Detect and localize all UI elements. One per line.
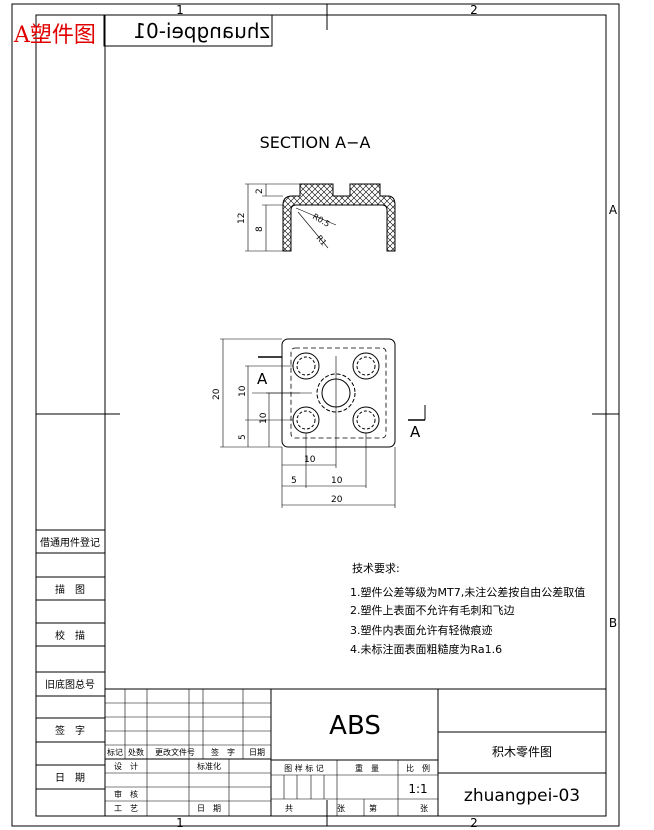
- weight-label: 重 量: [355, 763, 379, 773]
- tech-item-3: 3.塑件内表面允许有轻微痕迹: [350, 623, 493, 637]
- plan-view: A A 20 10 5 10 10 5 10 20: [212, 338, 426, 508]
- dim-10-horizontal: 10: [304, 455, 316, 465]
- tech-item-4: 4.未标注面表面粗糙度为Ra1.6: [350, 642, 502, 656]
- strip-cell-3: 校 描: [55, 629, 85, 642]
- rev-header-sign: 签 字: [211, 747, 235, 757]
- dim-8: 8: [255, 226, 265, 232]
- date-label: 日 期: [197, 804, 221, 813]
- section-mark-right: A: [410, 423, 421, 441]
- rev-header-doc: 更改文件号: [155, 747, 195, 757]
- zone-label-b: B: [609, 616, 617, 630]
- tech-heading: 技术要求:: [352, 562, 400, 575]
- zone-label-top-1: 1: [176, 3, 184, 17]
- strip-cell-2: 描 图: [55, 583, 85, 596]
- mirrored-name: zhuangpei-01: [133, 19, 270, 43]
- section-profile: [282, 183, 396, 252]
- red-title: A塑件图: [13, 23, 96, 48]
- radius-r05: R0.5: [311, 212, 331, 229]
- inner-frame: [35, 14, 607, 817]
- outer-border: [11, 3, 620, 827]
- left-strip: 借通用件登记 描 图 校 描 旧底图总号 签 字 日 期: [36, 529, 105, 790]
- section-mark-left: A: [257, 370, 268, 388]
- strip-cell-1: 借通用件登记: [40, 536, 100, 549]
- drawing-number: zhuangpei-03: [464, 786, 580, 806]
- section-title: SECTION A−A: [260, 133, 371, 152]
- zone-label-a: A: [609, 203, 618, 217]
- scale-label: 比 例: [406, 763, 430, 773]
- material-text: ABS: [329, 711, 381, 741]
- dim-12: 12: [237, 213, 247, 224]
- rev-header-count: 处数: [128, 747, 144, 757]
- section-view: 2 12 8 R0.5 R1: [237, 183, 396, 252]
- scale-value: 1:1: [408, 782, 427, 796]
- dim-5-horizontal: 5: [291, 476, 297, 486]
- rev-header-mark: 标记: [107, 747, 123, 757]
- sheet-unit-label: 张: [420, 804, 428, 813]
- dim-10-horizontal-2: 10: [331, 476, 343, 486]
- dim-20-horizontal: 20: [331, 495, 343, 505]
- sheet-label: 张: [337, 804, 345, 813]
- tech-item-2: 2.塑件上表面不允许有毛刺和飞边: [350, 603, 515, 617]
- process-label: 工 艺: [114, 804, 138, 813]
- stage-mark-label: 图 样 标 记: [284, 763, 324, 773]
- dim-10-vertical-b: 10: [259, 412, 269, 424]
- mirrored-name-box: [103, 14, 273, 47]
- tech-item-1: 1.塑件公差等级为MT7,未注公差按自由公差取值: [350, 585, 585, 599]
- total-label: 共: [285, 804, 293, 813]
- title-block: 标记 处数 更改文件号 签 字 日期 设 计 标准化 审 核 工 艺 日 期 A…: [105, 688, 606, 816]
- dim-10-vertical-a: 10: [238, 385, 248, 397]
- dim-20-vertical: 20: [212, 388, 222, 400]
- dim-5-vertical: 5: [238, 434, 248, 440]
- technical-requirements: 技术要求: 1.塑件公差等级为MT7,未注公差按自由公差取值 2.塑件上表面不允…: [350, 562, 585, 656]
- dim-2: 2: [255, 188, 265, 194]
- sheet-no-label: 第: [369, 803, 377, 813]
- strip-cell-5: 签 字: [55, 724, 85, 737]
- rev-header-date: 日期: [249, 748, 265, 757]
- zone-label-bottom-1: 1: [176, 816, 184, 830]
- part-name: 积木零件图: [492, 745, 552, 759]
- zone-label-top-2: 2: [470, 3, 478, 17]
- review-label: 审 核: [114, 789, 138, 799]
- strip-cell-6: 日 期: [55, 772, 85, 784]
- standard-label: 标准化: [197, 761, 221, 771]
- strip-cell-4: 旧底图总号: [45, 678, 95, 691]
- design-label: 设 计: [114, 761, 138, 771]
- zone-label-bottom-2: 2: [470, 816, 478, 830]
